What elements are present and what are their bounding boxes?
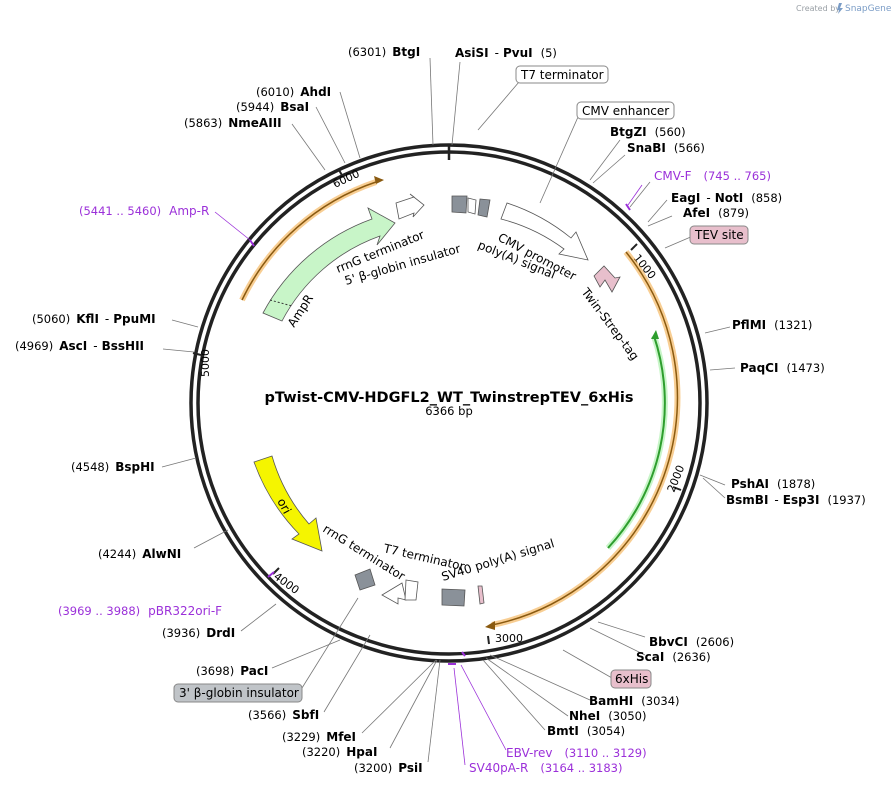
- plasmid-size: 6366 bp: [425, 404, 473, 418]
- site-asci[interactable]: (4969)AscI-BssHII: [15, 339, 144, 353]
- snapgene-logo-icon: [837, 3, 843, 14]
- t7-top-text[interactable]: T7 terminator: [520, 68, 604, 82]
- site-sbfi[interactable]: (3566)SbfI: [248, 708, 319, 722]
- orf-highlight-right: [491, 250, 681, 628]
- ori-arrow: [253, 455, 323, 552]
- site-afei[interactable]: AfeI(879): [683, 206, 749, 220]
- site-hpai[interactable]: (3220)HpaI: [302, 745, 377, 759]
- tick-1000-mark: [630, 243, 638, 251]
- green-arrowhead: [651, 330, 659, 339]
- credit-brand: SnapGene: [845, 4, 892, 14]
- green-highlight: [605, 335, 668, 551]
- site-bsmbi[interactable]: BsmBI-Esp3I(1937): [726, 493, 866, 507]
- backbone: [189, 143, 709, 663]
- primer-ebv[interactable]: EBV-rev(3110 .. 3129): [506, 746, 647, 760]
- tev-box-label: [689, 225, 749, 245]
- orf-arrowhead-right: [485, 621, 495, 630]
- his-text[interactable]: 6xHis: [615, 672, 648, 686]
- twinstrep-arrow: [593, 265, 621, 293]
- site-nmeaiii[interactable]: (5863)NmeAIII: [184, 116, 282, 130]
- orf-arrowhead-left: [374, 176, 384, 184]
- primer-cmvf[interactable]: CMV-F(745 .. 765): [654, 169, 771, 183]
- tick-6000-mark: [338, 169, 344, 178]
- tick-5000-mark: [192, 352, 202, 356]
- site-eagi[interactable]: EagI-NotI(858): [671, 191, 782, 205]
- ori-label: ori: [274, 496, 294, 516]
- tick-3000-mark: [487, 635, 490, 645]
- ebv-primer-mark: [461, 651, 466, 657]
- site-bbvci[interactable]: BbvCI(2606): [649, 635, 734, 649]
- site-scai[interactable]: ScaI(2636): [636, 650, 711, 664]
- t7-top-box-label: [515, 65, 609, 84]
- site-pshai[interactable]: PshAI(1878): [731, 477, 815, 491]
- features: AmpR rrnG terminator 5' β-globin insulat…: [239, 176, 681, 665]
- site-paci[interactable]: (3698)PacI: [196, 664, 268, 678]
- site-labels: (6301)BtgI AsiSI-PvuI(5) BtgZI(560) SnaB…: [15, 45, 866, 775]
- cmvf-primer-mark: [625, 203, 631, 211]
- site-bamhi[interactable]: BamHI(3034): [589, 694, 680, 708]
- ampr-arrow: [262, 207, 396, 322]
- bglob5-box: [451, 195, 468, 214]
- site-btgzi[interactable]: BtgZI(560): [610, 125, 686, 139]
- credit-prefix: Created by: [796, 4, 840, 13]
- rrng-top-arrow: [395, 193, 425, 220]
- site-kfli[interactable]: (5060)KflI-PpuMI: [32, 312, 156, 326]
- green-line: [607, 335, 666, 549]
- rrng-bottom-arrow: [381, 582, 407, 605]
- t7-bottom-box: [404, 579, 419, 601]
- bglob3-bottom-box: [354, 568, 376, 591]
- site-alwni[interactable]: (4244)AlwNI: [98, 547, 181, 561]
- site-paqci[interactable]: PaqCI(1473): [740, 361, 825, 375]
- his-box-label: [610, 669, 652, 689]
- orf-line-left: [241, 181, 377, 301]
- boxed-labels: T7 terminator CMV enhancer TEV site 6xHi…: [173, 65, 749, 703]
- bglob-text[interactable]: 3' β-globin insulator: [179, 686, 299, 700]
- site-mfei[interactable]: (3229)MfeI: [282, 730, 356, 744]
- orf-line-right: [491, 251, 679, 626]
- pbr-primer-mark: [267, 571, 275, 578]
- ampr-primer-mark: [249, 239, 255, 247]
- bglob3-top-box: [477, 198, 491, 218]
- twinstrep-label: Twin-Strep-tag: [578, 285, 642, 363]
- bglob-box-label: [173, 683, 303, 703]
- site-nhei[interactable]: NheI(3050): [569, 709, 646, 723]
- primer-labels: CMV-F(745 .. 765) (5441 .. 5460)Amp-R (3…: [58, 169, 771, 775]
- tev-text[interactable]: TEV site: [694, 228, 744, 242]
- sv40-box: [441, 588, 466, 607]
- site-ahdi[interactable]: (6010)AhdI: [256, 85, 331, 99]
- site-asisi[interactable]: AsiSI-PvuI(5): [455, 46, 557, 60]
- tick-2000-mark: [672, 486, 682, 491]
- site-drdi[interactable]: (3936)DrdI: [162, 626, 235, 640]
- leader-lines: [161, 57, 736, 766]
- site-bsai[interactable]: (5944)BsaI: [236, 100, 309, 114]
- t7-top-box: [467, 197, 477, 215]
- site-btgi[interactable]: (6301)BtgI: [348, 45, 420, 59]
- cmv-enh-text[interactable]: CMV enhancer: [582, 104, 669, 118]
- primer-ampr[interactable]: (5441 .. 5460)Amp-R: [79, 204, 209, 218]
- site-pflmi[interactable]: PflMI(1321): [732, 318, 812, 332]
- site-bmti[interactable]: BmtI(3054): [547, 724, 625, 738]
- snapgene-credit: Created by SnapGene: [796, 3, 892, 14]
- plasmid-name: pTwist-CMV-HDGFL2_WT_TwinstrepTEV_6xHis: [265, 390, 634, 406]
- his-tag-mark: [477, 585, 485, 605]
- site-psii[interactable]: (3200)PsiI: [354, 761, 423, 775]
- backbone-outer: [189, 143, 709, 663]
- site-snabi[interactable]: SnaBI(566): [627, 141, 705, 155]
- cmv-promoter-arrow: [500, 202, 589, 261]
- site-bsphi[interactable]: (4548)BspHI: [71, 460, 155, 474]
- cmv-enh-box-label: [576, 101, 675, 120]
- tick-3000: 3000: [495, 632, 523, 645]
- tick-5000: 5000: [199, 349, 212, 377]
- primer-sv40[interactable]: SV40pA-R(3164 .. 3183): [469, 761, 622, 775]
- primer-pbr[interactable]: (3969 .. 3988)pBR322ori-F: [58, 604, 222, 618]
